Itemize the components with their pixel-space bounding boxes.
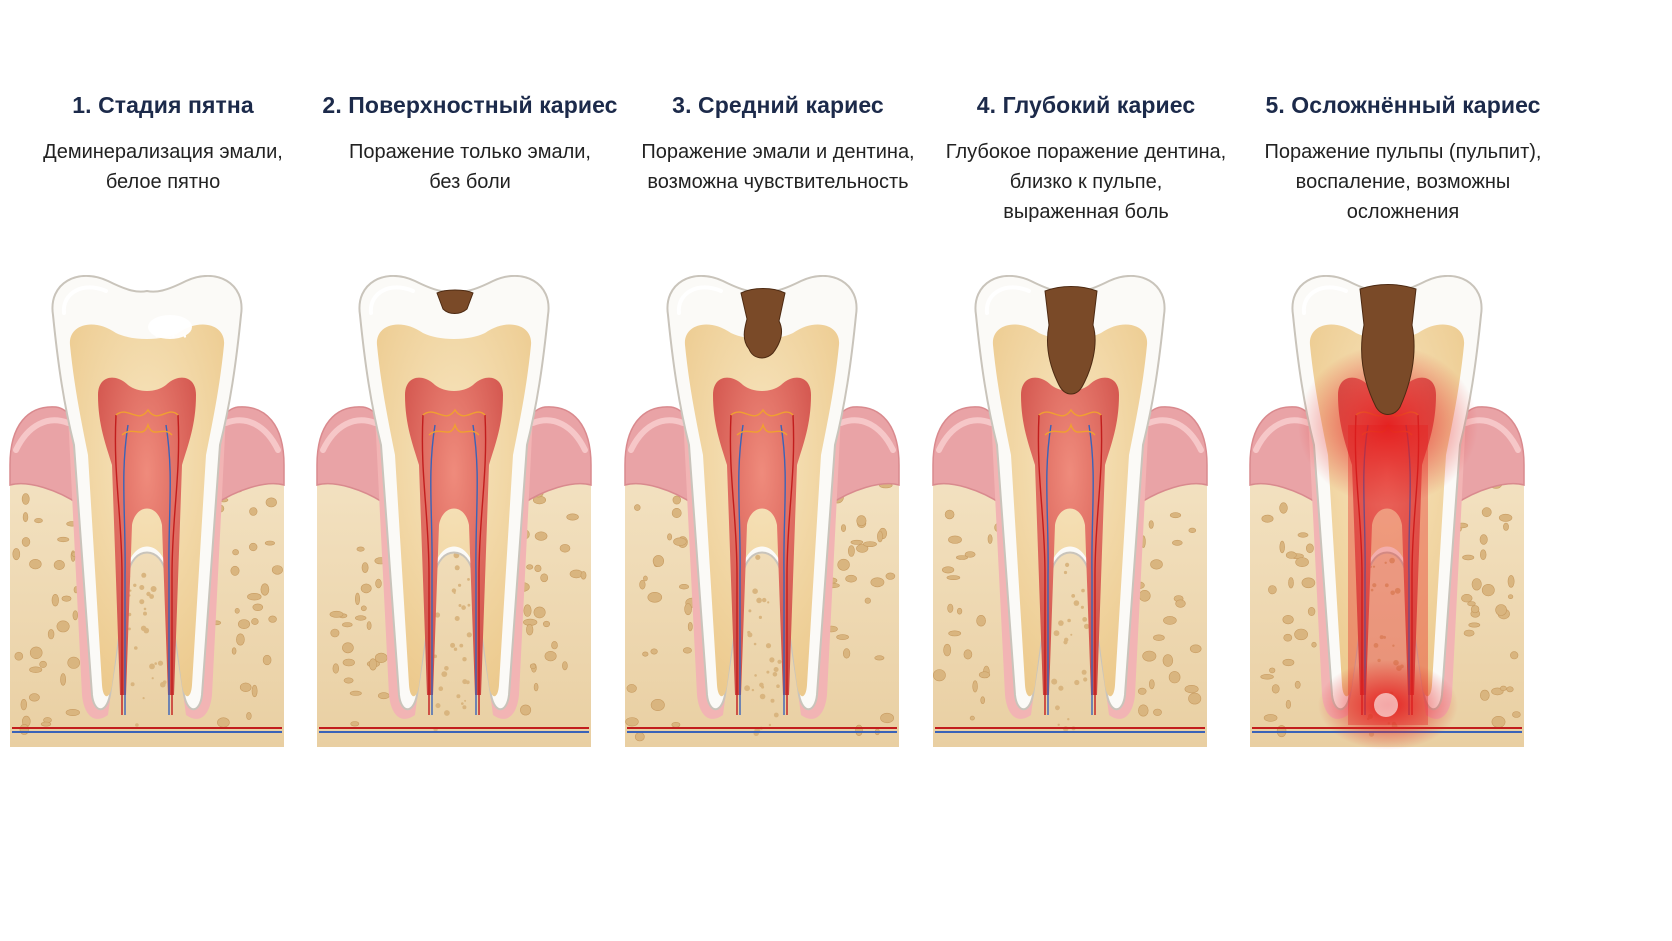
artery	[421, 414, 430, 715]
artery	[478, 414, 487, 715]
stage-description: Деминерализация эмали, белое пятно	[0, 137, 328, 197]
sparkle	[178, 316, 181, 320]
nerves-vessels	[114, 408, 180, 715]
stage-title: 1. Стадия пятна	[72, 92, 254, 118]
gum-highlight	[1146, 417, 1204, 453]
stage-4: 4. Глубокий кариес Глубокое поражение де…	[921, 0, 1251, 941]
enamel-highlight	[984, 285, 1031, 315]
gum-highlight	[223, 417, 281, 453]
sparkle	[183, 318, 187, 321]
description-line: близко к пульпе,	[1009, 171, 1163, 193]
description-line: возможна чувствительность	[647, 171, 909, 193]
abscess-core	[1374, 693, 1398, 717]
artery	[1037, 414, 1046, 715]
vein	[165, 424, 171, 715]
artery	[729, 414, 738, 715]
enamel-highlight	[368, 285, 415, 315]
stage-2: 2. Поверхностный кариес Поражение только…	[305, 0, 635, 941]
vein	[1046, 424, 1052, 715]
artery	[1094, 414, 1103, 715]
nerve	[422, 408, 486, 417]
description-line: осложнения	[1346, 201, 1460, 223]
stage-title: 3. Средний кариес	[672, 92, 884, 118]
nerve	[115, 408, 179, 417]
sparkle	[160, 334, 163, 338]
sparkle	[183, 335, 187, 338]
stage-description: Глубокое поражение дентина, близко к пул…	[921, 137, 1251, 227]
description-line: Деминерализация эмали,	[43, 141, 283, 163]
description-line: Поражение только эмали,	[349, 141, 591, 163]
sparkle	[158, 326, 161, 329]
stage-description: Поражение пульпы (пульпит), воспаление, …	[1238, 137, 1568, 227]
caries-lesion	[436, 289, 474, 314]
stage-title: 4. Глубокий кариес	[976, 92, 1196, 118]
tooth-illustration	[9, 275, 285, 747]
description-line: без боли	[429, 171, 511, 193]
gum-highlight	[936, 417, 994, 453]
bone-trabeculae	[625, 477, 896, 742]
artery	[171, 414, 180, 715]
enamel-highlight	[1301, 285, 1348, 315]
vein	[430, 424, 436, 715]
nerves-vessels	[729, 408, 795, 715]
white-spot-lesion	[148, 315, 192, 339]
vein	[123, 424, 129, 715]
caries-lesion	[1044, 286, 1098, 395]
vein	[472, 424, 478, 715]
stage-5: 5. Осложнённый кариес Поражение пульпы (…	[1238, 0, 1568, 941]
description-line: Поражение пульпы (пульпит),	[1264, 141, 1542, 163]
description-line: Глубокое поражение дентина,	[945, 141, 1227, 163]
vein	[780, 424, 786, 715]
sparkle	[170, 317, 174, 320]
description-line: Поражение эмали и дентина,	[641, 141, 915, 163]
tooth-illustration	[624, 275, 900, 747]
artery	[786, 414, 795, 715]
nerve	[428, 422, 480, 436]
nerve	[1038, 408, 1102, 417]
enamel-highlight	[676, 285, 723, 315]
vein	[738, 424, 744, 715]
nerves-vessels	[1037, 408, 1103, 715]
caries-lesion	[740, 288, 786, 359]
gum-highlight	[628, 417, 686, 453]
nerve	[730, 408, 794, 417]
tooth-illustration	[932, 275, 1208, 747]
tooth-illustration	[316, 275, 592, 747]
sparkle	[172, 335, 175, 338]
stage-description: Поражение только эмали, без боли	[305, 137, 635, 197]
gum-highlight	[320, 417, 378, 453]
description-line: воспаление, возможны	[1295, 171, 1511, 193]
gum-highlight	[838, 417, 896, 453]
nerve	[1044, 422, 1096, 436]
artery	[114, 414, 123, 715]
stage-3: 3. Средний кариес Поражение эмали и дент…	[613, 0, 943, 941]
vein	[1088, 424, 1094, 715]
gum-highlight	[13, 417, 71, 453]
nerve	[736, 422, 788, 436]
description-line: выраженная боль	[1003, 201, 1169, 223]
sparkle	[175, 332, 178, 335]
inflammation	[1298, 345, 1478, 505]
caries-lesion	[1359, 284, 1417, 415]
description-line: белое пятно	[105, 171, 221, 193]
sparkle	[158, 329, 162, 332]
stage-1: 1. Стадия пятна Деминерализация эмали, б…	[0, 0, 328, 941]
stage-description: Поражение эмали и дентина, возможна чувс…	[613, 137, 943, 197]
tooth-illustration	[1249, 275, 1525, 750]
sparkle	[171, 322, 174, 326]
nerve	[121, 422, 173, 436]
gum-highlight	[530, 417, 588, 453]
enamel-highlight	[61, 285, 108, 315]
stage-title: 2. Поверхностный кариес	[322, 92, 618, 118]
sparkle	[155, 335, 158, 338]
nerves-vessels	[421, 408, 487, 715]
sparkle	[171, 319, 174, 323]
stage-title: 5. Осложнённый кариес	[1265, 92, 1541, 118]
